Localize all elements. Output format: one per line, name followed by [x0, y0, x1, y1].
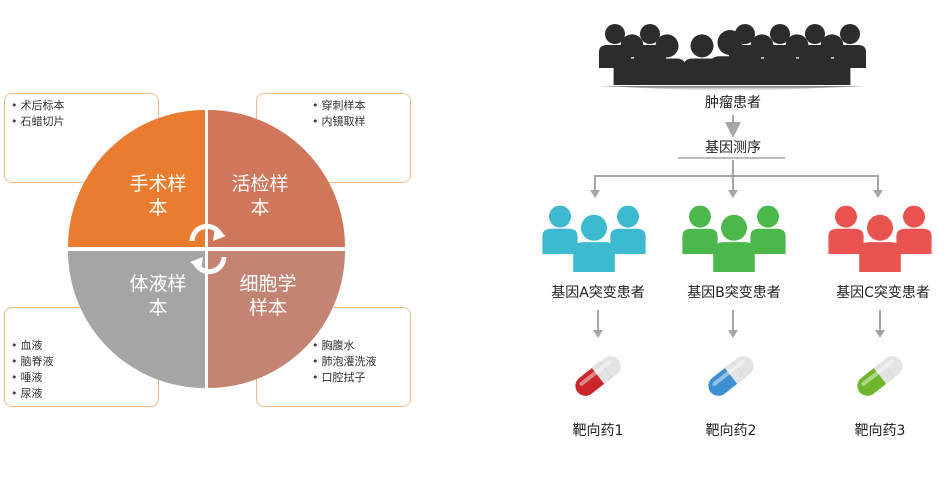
quadrant-label-surgery: 手术样本 — [129, 173, 187, 219]
note-item: 穿刺样本 — [312, 98, 404, 114]
group-c-label: 基因C突变患者 — [836, 285, 930, 301]
capsule-green-icon — [857, 356, 903, 396]
tumor-patients-label: 肿瘤患者 — [705, 95, 761, 111]
arrow-branch — [594, 175, 879, 195]
note-item: 血液 — [11, 338, 152, 354]
group-a-label: 基因A突变患者 — [551, 285, 645, 301]
arrowhead-drug-b — [728, 330, 738, 338]
arrowhead-a — [590, 190, 600, 198]
note-surgery-samples: 术后标本 石蜡切片 — [4, 93, 159, 183]
drug-3-label: 靶向药3 — [854, 423, 906, 439]
note-item: 术后标本 — [11, 98, 152, 114]
note-item: 脑脊液 — [11, 354, 152, 370]
note-item: 胸腹水 — [312, 338, 404, 354]
arrowhead-c — [873, 190, 883, 198]
note-item: 口腔拭子 — [312, 370, 404, 386]
note-item: 石蜡切片 — [11, 114, 152, 130]
note-item: 内镜取样 — [312, 114, 404, 130]
arrowhead-drug-a — [593, 330, 603, 338]
quadrant-label-fluid: 体液样本 — [129, 273, 187, 319]
group-b-people-icon — [682, 205, 786, 272]
arrowhead-b — [728, 190, 738, 198]
note-item: 肺泡灌洗液 — [312, 354, 404, 370]
quadrant-label-biopsy: 活检样本 — [231, 173, 289, 219]
note-item: 尿液 — [11, 386, 152, 402]
capsule-blue-icon — [708, 356, 754, 396]
arrowhead-drug-c — [875, 330, 885, 338]
group-a-people-icon — [542, 205, 646, 272]
group-b-label: 基因B突变患者 — [687, 285, 781, 301]
drug-1-label: 靶向药1 — [572, 423, 624, 439]
quadrant-label-cytology: 细胞学样本 — [239, 273, 297, 319]
note-cytology-samples: 胸腹水 肺泡灌洗液 口腔拭子 — [256, 307, 411, 407]
note-biopsy-samples: 穿刺样本 内镜取样 — [256, 93, 411, 183]
group-c-people-icon — [828, 205, 932, 272]
note-item: 唾液 — [11, 370, 152, 386]
gene-sequencing-label: 基因测序 — [705, 140, 761, 156]
drug-2-label: 靶向药2 — [705, 423, 757, 439]
note-fluid-samples: 血液 脑脊液 唾液 尿液 — [4, 307, 159, 407]
capsule-red-icon — [575, 356, 621, 396]
tumor-patients-crowd-icon — [599, 24, 866, 85]
cycle-arrows-icon — [189, 223, 227, 275]
